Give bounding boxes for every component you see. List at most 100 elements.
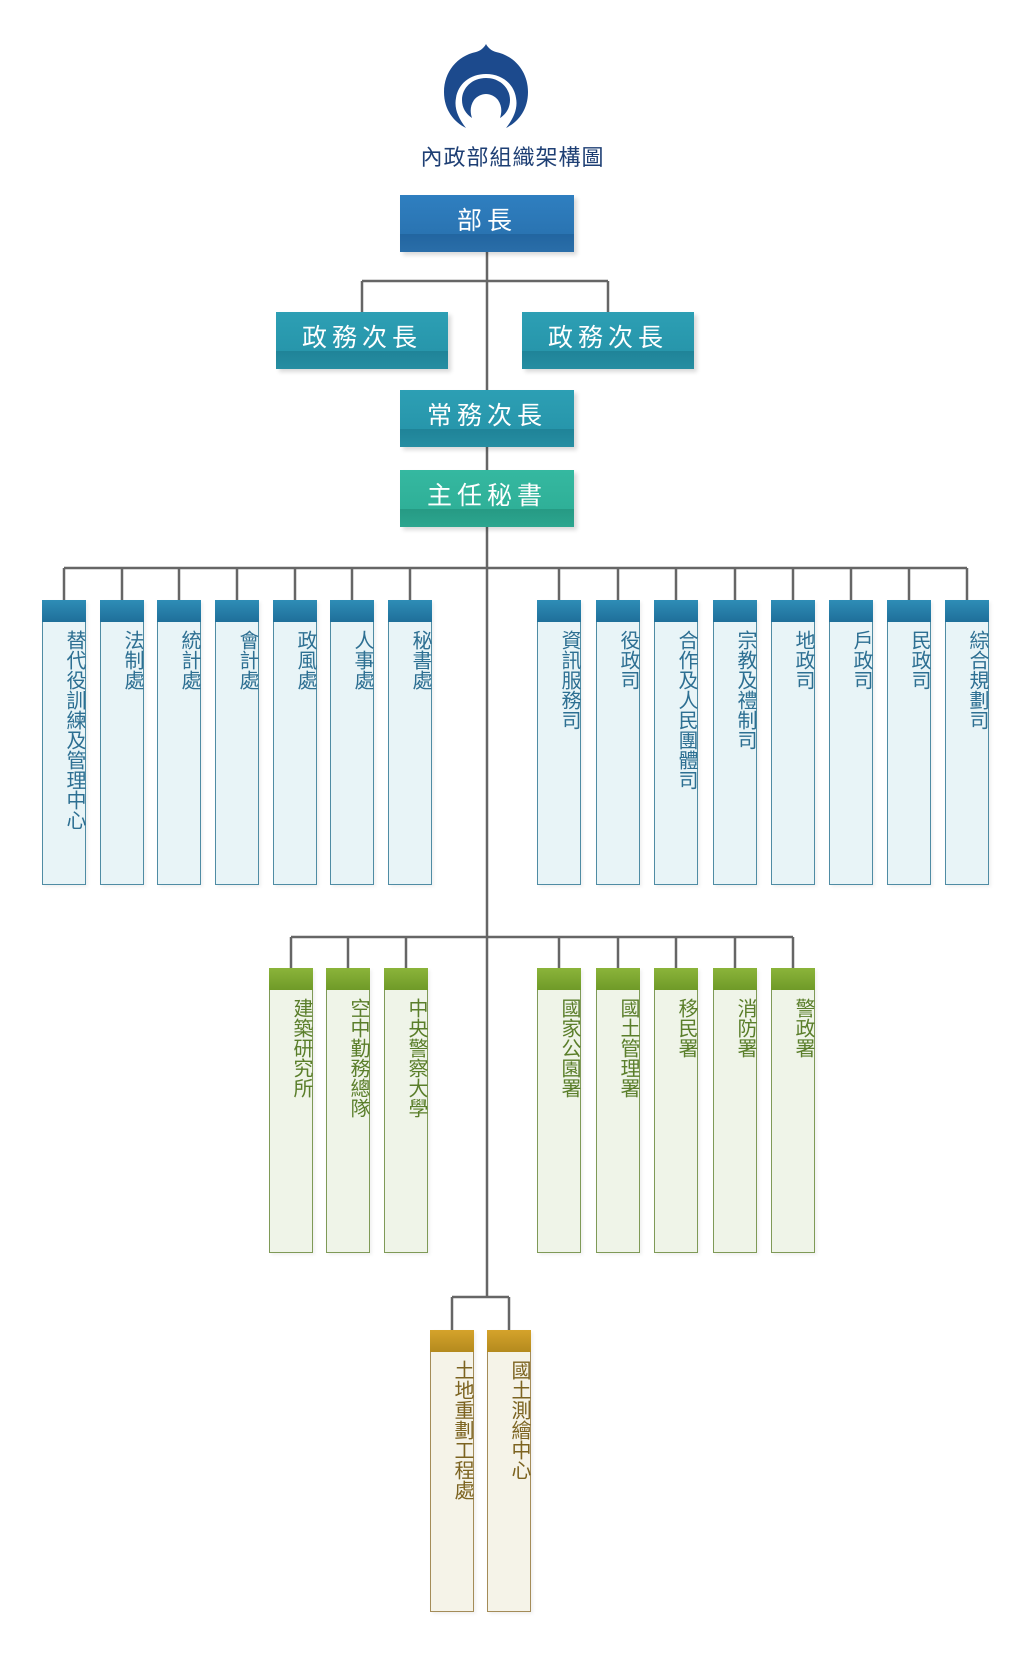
box-header-bar [829,600,873,622]
box-body [100,622,144,885]
box-body [384,990,428,1253]
agencie-box[interactable]: 中央警察大學 [384,968,429,1253]
box-body [887,622,931,885]
box-body [596,622,640,885]
political-deputy-label: 政務次長 [301,323,422,352]
department-label: 宗教及禮制司 [734,630,758,750]
box-header-bar [157,600,201,622]
agencie-box[interactable]: 警政署 [771,968,816,1253]
political-deputy-box-1[interactable]: 政務次長 [276,312,448,369]
department-label: 秘書處 [409,630,433,690]
agencie-box[interactable]: 空中勤務總隊 [326,968,371,1253]
department-box[interactable]: 戶政司 [829,600,874,885]
chart-title: 內政部組織架構圖 [420,146,605,171]
department-label: 合作及人民團體司 [675,630,699,790]
box-header-bar [654,968,698,990]
department-label: 統計處 [178,630,202,690]
agencie-box[interactable]: 消防署 [713,968,758,1253]
box-header-bar [326,968,370,990]
agencie-label: 建築研究所 [290,998,314,1098]
box-body [430,1352,474,1612]
department-box[interactable]: 地政司 [771,600,816,885]
agencie-box[interactable]: 國土管理署 [596,968,641,1253]
administrative-deputy-box[interactable]: 常務次長 [400,390,574,447]
department-label: 地政司 [792,630,816,690]
chief-secretary-box[interactable]: 主任秘書 [400,470,574,527]
box-header-bar [771,600,815,622]
political-deputy-box-2[interactable]: 政務次長 [522,312,694,369]
box-body [388,622,432,885]
box-body [42,622,86,885]
minister-label: 部長 [456,206,517,235]
box-header-bar [388,600,432,622]
ministry-emblem-icon [444,44,528,128]
department-box[interactable]: 政風處 [273,600,318,885]
department-label: 替代役訓練及管理中心 [63,630,87,830]
agencie-label: 國土管理署 [617,998,641,1098]
department-label: 民政司 [908,630,932,690]
center-box[interactable]: 土地重劃工程處 [430,1330,475,1612]
department-label: 法制處 [121,630,145,690]
administrative-deputy-label: 常務次長 [426,401,547,430]
box-header-bar [654,600,698,622]
center-box[interactable]: 國土測繪中心 [487,1330,532,1612]
department-box[interactable]: 役政司 [596,600,641,885]
department-label: 役政司 [617,630,641,690]
department-box[interactable]: 替代役訓練及管理中心 [42,600,87,885]
box-body [215,622,259,885]
box-body [273,622,317,885]
center-label: 國土測繪中心 [508,1360,532,1480]
box-header-bar [273,600,317,622]
department-box[interactable]: 宗教及禮制司 [713,600,758,885]
agencie-box[interactable]: 國家公園署 [537,968,582,1253]
department-box[interactable]: 法制處 [100,600,145,885]
agencie-box[interactable]: 移民署 [654,968,699,1253]
box-header-bar [945,600,989,622]
box-header-bar [887,600,931,622]
department-box[interactable]: 統計處 [157,600,202,885]
box-header-bar [537,600,581,622]
box-header-bar [713,968,757,990]
agencie-label: 移民署 [675,998,699,1058]
box-header-bar [430,1330,474,1352]
box-header-bar [330,600,374,622]
department-box[interactable]: 人事處 [330,600,375,885]
department-box[interactable]: 秘書處 [388,600,433,885]
box-body [537,990,581,1253]
agencie-label: 空中勤務總隊 [347,998,371,1118]
box-body [713,622,757,885]
department-label: 政風處 [294,630,318,690]
box-header-bar [269,968,313,990]
department-label: 會計處 [236,630,260,690]
box-body [596,990,640,1253]
box-body [829,622,873,885]
box-header-bar [713,600,757,622]
department-box[interactable]: 會計處 [215,600,260,885]
box-header-bar [42,600,86,622]
agencie-label: 國家公園署 [558,998,582,1098]
chief-secretary-label: 主任秘書 [426,481,547,510]
box-body [330,622,374,885]
department-box[interactable]: 民政司 [887,600,932,885]
department-label: 綜合規劃司 [966,630,990,730]
political-deputy-label: 政務次長 [547,323,668,352]
box-header-bar [215,600,259,622]
box-body [269,990,313,1253]
agencie-label: 中央警察大學 [405,998,429,1118]
box-body [654,622,698,885]
department-label: 人事處 [351,630,375,690]
department-box[interactable]: 綜合規劃司 [945,600,990,885]
box-header-bar [487,1330,531,1352]
department-label: 資訊服務司 [558,630,582,730]
department-box[interactable]: 資訊服務司 [537,600,582,885]
agencie-box[interactable]: 建築研究所 [269,968,314,1253]
box-body [326,990,370,1253]
box-body [537,622,581,885]
box-header-bar [384,968,428,990]
box-header-bar [771,968,815,990]
box-header-bar [596,600,640,622]
department-box[interactable]: 合作及人民團體司 [654,600,699,885]
minister-box[interactable]: 部長 [400,195,574,252]
box-header-bar [596,968,640,990]
